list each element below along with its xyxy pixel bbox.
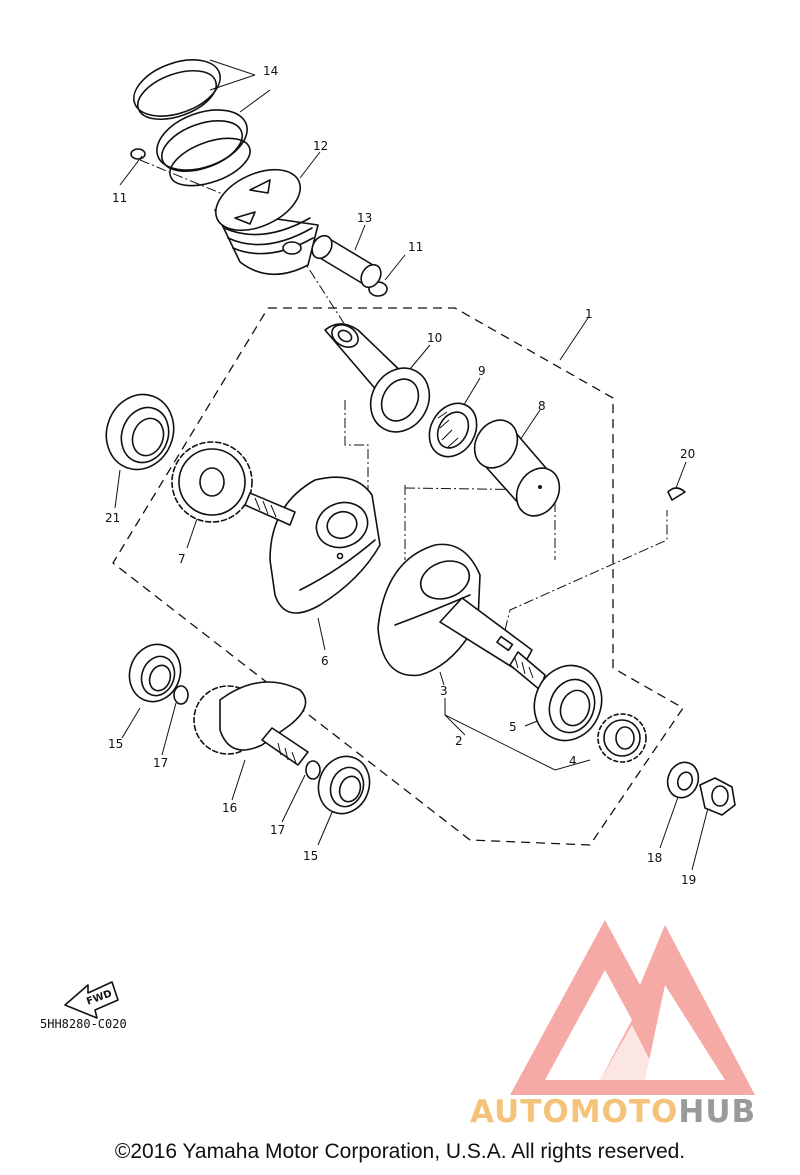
callout-11: 11: [112, 191, 127, 205]
left-crankshaft: [244, 476, 381, 614]
callout-18: 18: [647, 851, 662, 865]
balancer-shaft: [193, 681, 309, 766]
piston: [214, 168, 319, 276]
watermark-logo: [510, 920, 755, 1095]
callout-1: 1: [585, 307, 593, 321]
callout-21: 21: [105, 511, 120, 525]
piston-rings: [133, 59, 251, 187]
callout-14: 14: [263, 64, 278, 78]
callout-9: 9: [478, 364, 486, 378]
callout-13: 13: [357, 211, 372, 225]
right-crankshaft: [377, 543, 546, 691]
balancer-washers: [173, 685, 321, 780]
watermark-text: AUTOMOTOHUB: [470, 1094, 756, 1130]
callout-11: 11: [408, 240, 423, 254]
woodruff-key: [667, 487, 686, 501]
piston-pin: [311, 234, 382, 289]
callout-6: 6: [321, 654, 329, 668]
callout-numbers: 14 12 11 13 11 1 10 9 8 20 21 7 6 3 5 2 …: [105, 64, 696, 887]
callout-16: 16: [222, 801, 237, 815]
diagram-code: 5HH8280-C020: [40, 1017, 127, 1031]
callout-3: 3: [440, 684, 448, 698]
callout-8: 8: [538, 399, 546, 413]
washer: [666, 761, 700, 799]
needle-bearing: [428, 402, 478, 458]
callout-19: 19: [681, 873, 696, 887]
left-bearing: [105, 393, 175, 471]
callout-15: 15: [303, 849, 318, 863]
primary-drive-gear: [171, 441, 253, 523]
watermark-hub: HUB: [678, 1094, 756, 1130]
crank-pin: [473, 419, 561, 517]
callout-7: 7: [178, 552, 186, 566]
callout-5: 5: [509, 720, 517, 734]
callout-10: 10: [427, 331, 442, 345]
balancer-bearings: [128, 643, 371, 815]
callout-17: 17: [270, 823, 285, 837]
callout-2: 2: [455, 734, 463, 748]
forward-arrow: FWD: [64, 981, 119, 1019]
callout-17: 17: [153, 756, 168, 770]
callout-4: 4: [569, 754, 577, 768]
copyright-notice: ©2016 Yamaha Motor Corporation, U.S.A. A…: [114, 1140, 686, 1163]
assembly-outline: [112, 307, 684, 846]
nut: [699, 777, 736, 816]
crankshaft-gear: [597, 713, 647, 763]
connecting-rod: [324, 323, 431, 433]
callout-12: 12: [313, 139, 328, 153]
right-main-bearing: [533, 664, 603, 742]
watermark-automoto: AUTOMOTO: [470, 1094, 678, 1130]
callout-15: 15: [108, 737, 123, 751]
callout-20: 20: [680, 447, 695, 461]
